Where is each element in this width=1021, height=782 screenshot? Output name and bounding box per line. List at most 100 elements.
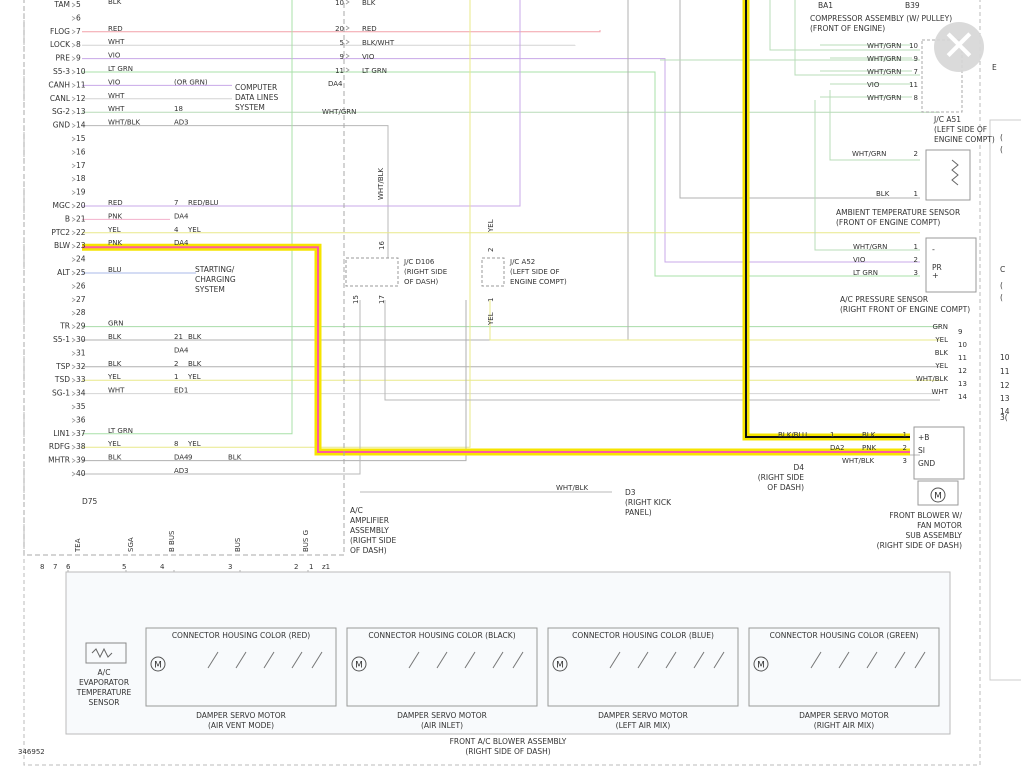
servo-motor-symbol xyxy=(552,656,568,672)
wire-color-label: WHT xyxy=(108,105,125,113)
pin-terminal xyxy=(71,163,76,169)
pin-number: 29 xyxy=(76,322,86,331)
pin-terminal xyxy=(71,203,76,209)
pin-number: 14 xyxy=(76,121,86,130)
wire-color-label: VIO xyxy=(362,53,375,61)
pin-terminal xyxy=(71,257,76,262)
pin-terminal xyxy=(71,310,76,316)
diagram-label: 3( xyxy=(1000,413,1008,422)
wire-color-label: VIO xyxy=(108,78,121,86)
pin-number: 5 xyxy=(76,0,81,9)
diagram-label: 17 xyxy=(378,295,386,304)
close-icon[interactable]: ✕ xyxy=(934,22,984,72)
wire-color-label: WHT/GRN xyxy=(867,42,901,50)
servo-motor-symbol xyxy=(351,656,367,672)
signal-label: TAM xyxy=(53,0,70,9)
pin-number: 20 xyxy=(76,201,86,210)
signal-label: PTC2 xyxy=(51,228,70,237)
pin-number: 7 xyxy=(76,27,81,36)
pin-number: 13 xyxy=(76,107,86,116)
junction-a52 xyxy=(481,257,505,287)
wire-color-label: VIO xyxy=(108,52,121,60)
wire-color-label: BLK xyxy=(108,454,122,462)
diagram-label: (RIGHT FRONT OF ENGINE COMPT) xyxy=(840,305,970,314)
wire-color-label: BLK xyxy=(876,190,890,198)
wire-ltgrn xyxy=(82,71,920,277)
blower-circuit-wire xyxy=(82,246,910,453)
pin-terminal xyxy=(71,56,76,61)
power-feed-wire xyxy=(745,0,910,438)
wire-color-label: WHT/GRN xyxy=(853,243,887,251)
diagram-label: YEL xyxy=(487,312,495,326)
pin-terminal xyxy=(71,29,76,35)
pin-terminal xyxy=(71,431,76,437)
pin-number: 26 xyxy=(76,281,86,290)
pin-number: 11 xyxy=(76,80,86,89)
pin-terminal xyxy=(71,364,76,370)
wire-color-label: BLK/WHT xyxy=(362,39,395,47)
diagram-label: ENGINE COMPT) xyxy=(934,135,995,144)
connector-id: D75 xyxy=(82,497,98,506)
pin-number: 25 xyxy=(76,268,86,277)
servo-label: DAMPER SERVO MOTOR xyxy=(799,711,889,720)
wire-color-label: WHT xyxy=(932,388,949,396)
wire-color-label: BLK xyxy=(935,349,949,357)
wire-whtgrn xyxy=(814,100,920,251)
connector-label: DA4 xyxy=(174,346,189,354)
diagram-label: DATA LINES xyxy=(235,93,278,102)
diagram-label: + xyxy=(932,271,939,280)
terminal-label: GND xyxy=(918,459,935,468)
wire-color-label: RED xyxy=(108,25,123,33)
connector-label: AD3 xyxy=(174,467,189,475)
wire-color-label: WHT xyxy=(108,92,125,100)
pin-number: 9 xyxy=(958,328,962,336)
connector-label: 2 xyxy=(174,360,178,368)
servo-motor-symbol xyxy=(753,656,769,672)
diagram-label: EVAPORATOR xyxy=(79,678,129,687)
wire-red xyxy=(82,30,601,33)
pin-number: 2 xyxy=(914,256,918,264)
signal-label: SG-1 xyxy=(52,389,70,398)
diagram-label: 11 xyxy=(1000,367,1010,376)
diagram-label: OF DASH) xyxy=(404,278,439,286)
wire-color-label: PNK xyxy=(108,239,122,247)
diagram-label: AMPLIFIER xyxy=(350,516,389,525)
wire-color-label: YEL xyxy=(187,226,201,234)
wire-redblu xyxy=(82,0,521,207)
wire-color-label: YEL xyxy=(107,226,121,234)
pin-number: 3 xyxy=(914,269,918,277)
diagram-label: 10 xyxy=(1000,353,1010,362)
servo-header: CONNECTOR HOUSING COLOR (BLACK) xyxy=(368,631,515,640)
wire-color-label: DA2 xyxy=(830,444,845,452)
wire-yel xyxy=(489,300,940,341)
wire-color-label: WHT/GRN xyxy=(867,55,901,63)
connector-label: 4 xyxy=(174,226,179,234)
wire-color-label: 9 xyxy=(188,454,192,462)
pin-number: 17 xyxy=(76,161,86,170)
pin-terminal xyxy=(71,243,76,249)
servo-label: (RIGHT AIR MIX) xyxy=(814,721,875,730)
wire-color-label: GRN xyxy=(108,320,124,328)
diagram-label: ENGINE COMPT) xyxy=(510,278,567,286)
servo-switch-contacts xyxy=(408,651,524,669)
motor-label: M xyxy=(757,661,765,671)
junction-d106 xyxy=(345,257,399,287)
diagram-label: WHT/BLK xyxy=(556,484,589,492)
pin-number: 5 xyxy=(340,39,344,47)
wire-ltgrn xyxy=(82,0,293,435)
pin-number: 10 xyxy=(76,67,86,76)
signal-label: SG-2 xyxy=(52,107,70,116)
pin-terminal xyxy=(71,324,76,329)
pin-number: 31 xyxy=(76,348,86,357)
diagram-label: 1 xyxy=(487,298,495,302)
wire-color-label: WHT/BLK xyxy=(842,457,875,465)
wire-color-label: LT GRN xyxy=(108,427,133,435)
servo-header: CONNECTOR HOUSING COLOR (GREEN) xyxy=(770,631,919,640)
servo-label: DAMPER SERVO MOTOR xyxy=(598,711,688,720)
servo-header: CONNECTOR HOUSING COLOR (BLUE) xyxy=(572,631,714,640)
motor-label: M xyxy=(154,661,162,671)
signal-label: PRE xyxy=(56,54,71,63)
connector-label: 7 xyxy=(174,199,178,207)
pin-terminal xyxy=(71,96,76,102)
pin-terminal xyxy=(71,217,76,222)
